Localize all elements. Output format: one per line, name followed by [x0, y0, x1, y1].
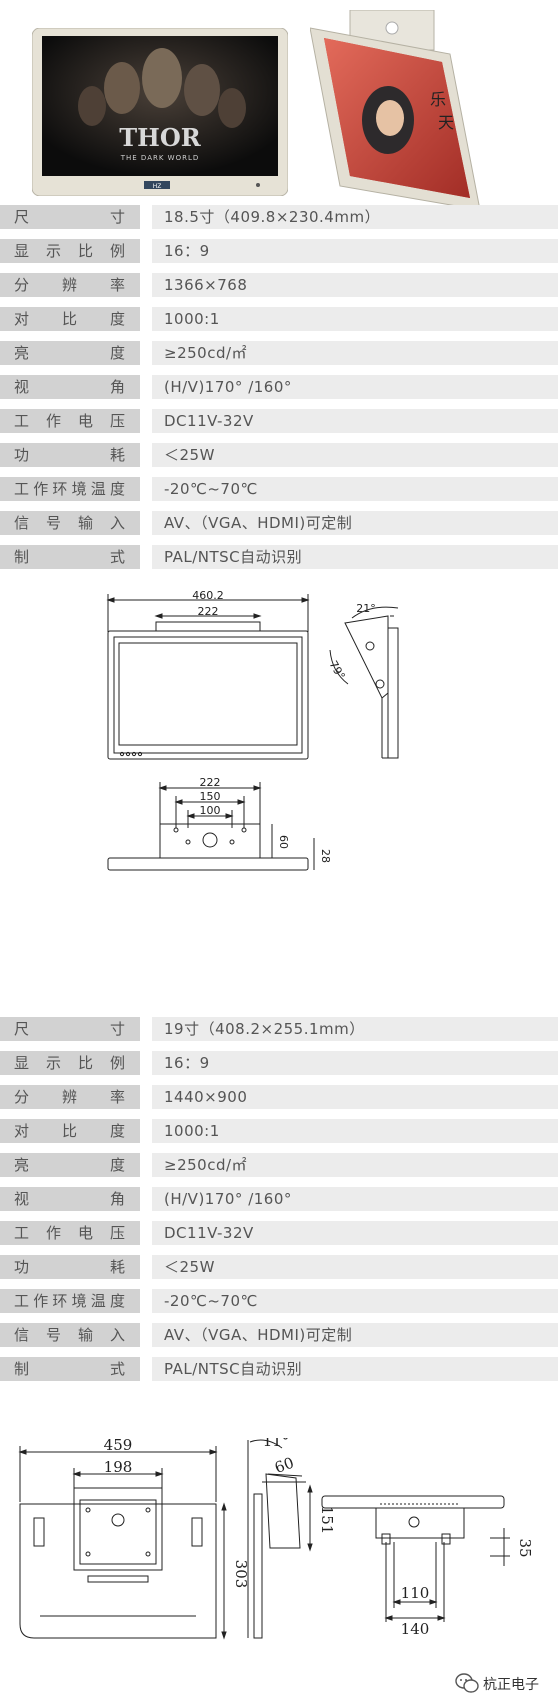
dim-angle-2: 11°: [263, 1438, 290, 1450]
spec-value: (H/V)170° /160°: [152, 1187, 558, 1211]
spec-row: 亮度 ≥250cd/㎡: [0, 341, 558, 365]
spec-value: 16：9: [152, 239, 558, 263]
spec-row: 制式 PAL/NTSC自动识别: [0, 545, 558, 569]
brand-logo: HZ: [153, 183, 162, 190]
spec-value: 1440×900: [152, 1085, 558, 1109]
dim-bottom-bracket-1: 222: [200, 776, 221, 789]
technical-drawing-18-5-inch: 460.2 222 21° 79° 222 150 100 60 28: [106, 589, 399, 871]
wechat-icon: [455, 1673, 479, 1693]
spec-row: 工作电压 DC11V-32V: [0, 1221, 558, 1245]
monitor-front-photo: THOR THE DARK WORLD HZ: [32, 28, 288, 196]
spec-label: 对比度: [0, 1119, 140, 1143]
spec-value: 1366×768: [152, 273, 558, 297]
spec-value: AV、（VGA、HDMI)可定制: [152, 511, 558, 535]
spec-row: 视角 (H/V)170° /160°: [0, 375, 558, 399]
spec-value: PAL/NTSC自动识别: [152, 545, 558, 569]
spec-row: 工作电压 DC11V-32V: [0, 409, 558, 433]
spec-label: 亮度: [0, 341, 140, 365]
spec-label: 工作环境温度: [0, 1289, 140, 1313]
spec-row: 功耗 ＜25W: [0, 1255, 558, 1279]
spec-table-18-5-inch: 尺寸 18.5寸（409.8×230.4mm） 显示比例 16：9 分辨率 1366×76…: [0, 205, 558, 585]
spec-value: (H/V)170° /160°: [152, 375, 558, 399]
spec-label: 分辨率: [0, 273, 140, 297]
poster-subtitle: THE DARK WORLD: [120, 154, 200, 162]
spec-label: 功耗: [0, 1255, 140, 1279]
spec-value: 1000:1: [152, 1119, 558, 1143]
spec-row: 对比度 1000:1: [0, 1119, 558, 1143]
dim-bracket-width-2: 198: [104, 1458, 133, 1476]
spec-row: 功耗 ＜25W: [0, 443, 558, 467]
svg-text:乐: 乐: [430, 90, 446, 109]
spec-label: 显示比例: [0, 239, 140, 263]
spec-value: 1000:1: [152, 307, 558, 331]
spec-value: DC11V-32V: [152, 1221, 558, 1245]
spec-row: 工作环境温度 -20℃~70℃: [0, 477, 558, 501]
spec-value: PAL/NTSC自动识别: [152, 1357, 558, 1381]
spec-value: -20℃~70℃: [152, 477, 558, 501]
spec-row: 对比度 1000:1: [0, 307, 558, 331]
watermark: 杭正电子: [455, 1670, 555, 1698]
spec-label: 信号输入: [0, 1323, 140, 1347]
dim-bottom-depth-2: 35: [516, 1538, 534, 1557]
spec-label: 分辨率: [0, 1085, 140, 1109]
spec-value: AV、（VGA、HDMI)可定制: [152, 1323, 558, 1347]
spec-row: 制式 PAL/NTSC自动识别: [0, 1357, 558, 1381]
dim-width-1: 460.2: [192, 589, 224, 602]
spec-label: 尺寸: [0, 205, 140, 229]
dim-bracket-depth-2: 60: [272, 1454, 296, 1477]
spec-value: 16：9: [152, 1051, 558, 1075]
dim-angle-top-1: 21°: [356, 602, 376, 615]
spec-row: 视角 (H/V)170° /160°: [0, 1187, 558, 1211]
spec-table-19-inch: 尺寸 19寸（408.2×255.1mm） 显示比例 16：9 分辨率 1440×900 对…: [0, 1017, 558, 1397]
spec-row: 尺寸 19寸（408.2×255.1mm）: [0, 1017, 558, 1041]
spec-row: 信号输入 AV、（VGA、HDMI)可定制: [0, 1323, 558, 1347]
svg-text:天: 天: [438, 113, 454, 132]
spec-row: 分辨率 1366×768: [0, 273, 558, 297]
spec-value: DC11V-32V: [152, 409, 558, 433]
spec-label: 对比度: [0, 307, 140, 331]
spec-label: 工作环境温度: [0, 477, 140, 501]
spec-label: 工作电压: [0, 409, 140, 433]
dim-hole-inner-1: 100: [200, 804, 221, 817]
technical-drawing-19-inch: 459 198 303 11° 60 151 110 140 35: [18, 1438, 534, 1640]
dim-bracket-height-1: 60: [277, 835, 290, 849]
spec-row: 显示比例 16：9: [0, 1051, 558, 1075]
dim-angle-side-1: 79°: [327, 659, 348, 682]
spec-value: 19寸（408.2×255.1mm）: [152, 1017, 558, 1041]
dim-bracket-width-1: 222: [198, 605, 219, 618]
dim-hole-inner-2: 110: [401, 1584, 430, 1602]
spec-row: 显示比例 16：9: [0, 239, 558, 263]
spec-value: -20℃~70℃: [152, 1289, 558, 1313]
watermark-text: 杭正电子: [483, 1677, 539, 1693]
spec-label: 亮度: [0, 1153, 140, 1177]
spec-row: 尺寸 18.5寸（409.8×230.4mm）: [0, 205, 558, 229]
spec-row: 工作环境温度 -20℃~70℃: [0, 1289, 558, 1313]
spec-label: 视角: [0, 1187, 140, 1211]
spec-label: 制式: [0, 1357, 140, 1381]
poster-title: THOR: [119, 123, 201, 152]
dim-panel-depth-1: 28: [319, 849, 332, 863]
spec-value: ≥250cd/㎡: [152, 341, 558, 365]
spec-label: 尺寸: [0, 1017, 140, 1041]
monitor-angled-photo: 乐 天: [310, 10, 481, 211]
spec-label: 工作电压: [0, 1221, 140, 1245]
spec-label: 视角: [0, 375, 140, 399]
dim-side-length-2: 151: [318, 1506, 336, 1535]
spec-row: 分辨率 1440×900: [0, 1085, 558, 1109]
spec-label: 功耗: [0, 443, 140, 467]
spec-value: ≥250cd/㎡: [152, 1153, 558, 1177]
dim-hole-outer-2: 140: [401, 1620, 430, 1638]
dim-hole-outer-1: 150: [200, 790, 221, 803]
spec-label: 制式: [0, 545, 140, 569]
spec-label: 信号输入: [0, 511, 140, 535]
spec-value: ＜25W: [152, 1255, 558, 1279]
spec-value: 18.5寸（409.8×230.4mm）: [152, 205, 558, 229]
spec-row: 信号输入 AV、（VGA、HDMI)可定制: [0, 511, 558, 535]
dim-height-2: 303: [232, 1560, 250, 1589]
spec-value: ＜25W: [152, 443, 558, 467]
spec-row: 亮度 ≥250cd/㎡: [0, 1153, 558, 1177]
spec-label: 显示比例: [0, 1051, 140, 1075]
dim-width-2: 459: [104, 1438, 133, 1454]
